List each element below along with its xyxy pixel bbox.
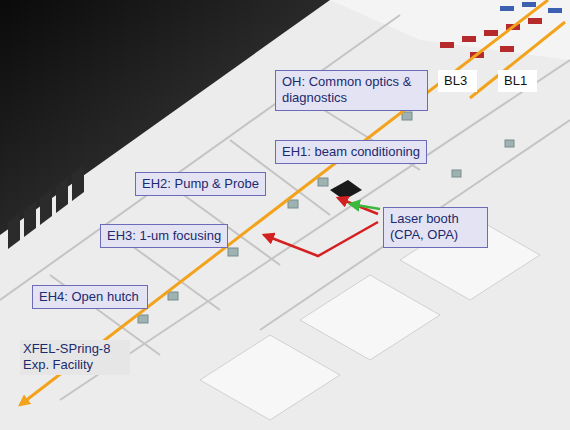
hutch-rooms bbox=[200, 215, 540, 420]
label-text: OH: Common optics & diagnostics bbox=[282, 74, 421, 107]
label-text: EH1: beam conditioning bbox=[282, 144, 420, 160]
label-text: Laser booth (CPA, OPA) bbox=[390, 211, 481, 244]
beamline-tag: BL3 bbox=[438, 70, 477, 92]
windows bbox=[8, 165, 84, 249]
hutch-label: EH2: Pump & Probe bbox=[135, 172, 266, 196]
label-text: EH2: Pump & Probe bbox=[142, 176, 259, 192]
laser-table bbox=[330, 180, 362, 200]
beamline-bl3 bbox=[20, 0, 548, 405]
label-text: EH3: 1-um focusing bbox=[107, 228, 221, 244]
beamline-tag: BL1 bbox=[498, 70, 537, 92]
hall-label: OH: Common optics & diagnostics bbox=[275, 70, 428, 111]
laser-path-arrow bbox=[350, 204, 380, 209]
hutch-label: EH1: beam conditioning bbox=[275, 140, 427, 164]
laser-path-arrow bbox=[264, 222, 378, 256]
label-text: BL3 bbox=[444, 73, 471, 89]
hutch-walls bbox=[0, 15, 570, 400]
label-text: BL1 bbox=[504, 73, 531, 89]
hutch-label: EH4: Open hutch bbox=[32, 285, 148, 309]
facility-note: XFEL-SPring-8 Exp. Facility bbox=[20, 340, 130, 375]
note-text: XFEL-SPring-8 Exp. Facility bbox=[23, 341, 127, 374]
equipment bbox=[138, 112, 514, 323]
hutch-label: EH3: 1-um focusing bbox=[100, 224, 228, 248]
beamline-bl1 bbox=[470, 22, 565, 98]
laser-booth-label: Laser booth (CPA, OPA) bbox=[383, 207, 488, 248]
label-text: EH4: Open hutch bbox=[39, 289, 141, 305]
